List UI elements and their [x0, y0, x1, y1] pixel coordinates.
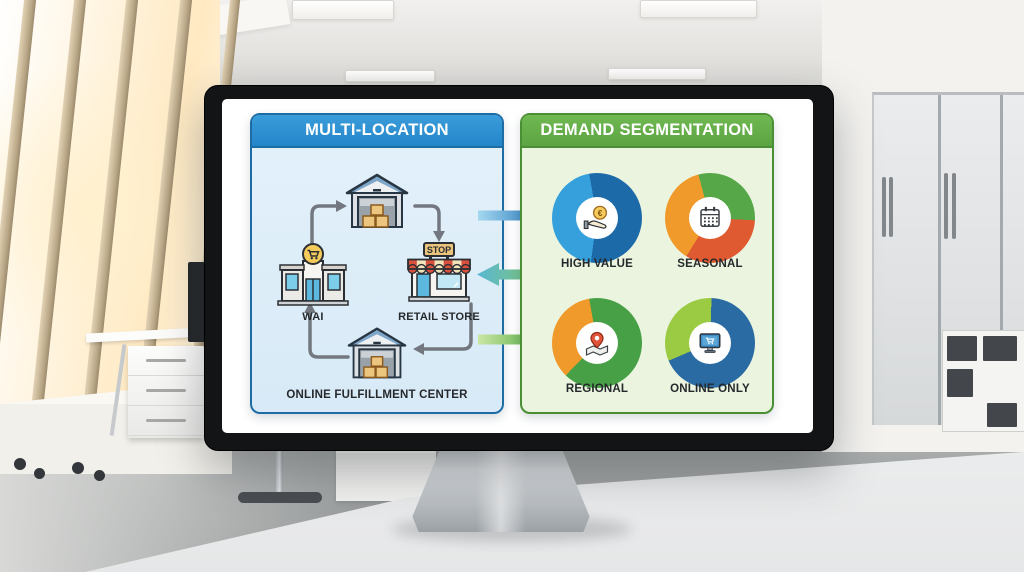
drawer — [128, 376, 204, 406]
ceiling-light — [640, 0, 757, 18]
coin-symbol: € — [598, 209, 603, 218]
door-handle — [889, 177, 893, 237]
warehouse-icon — [347, 327, 407, 379]
monitor-stand — [412, 446, 590, 532]
binders — [983, 336, 1017, 361]
chair-wheel — [94, 470, 105, 481]
online-only-donut — [665, 298, 755, 388]
glass-frame — [1000, 95, 1003, 425]
drawer-unit — [128, 346, 204, 438]
wai-label: WAI — [302, 311, 324, 323]
door-handle — [882, 177, 886, 237]
hand-coin-icon: € — [583, 205, 608, 230]
seasonal-label: SEASONAL — [677, 258, 743, 270]
storefront-cart-icon — [277, 243, 349, 306]
warehouse-node — [345, 172, 409, 230]
door-handle — [944, 173, 948, 239]
low-cabinet — [336, 450, 436, 501]
calendar-icon — [700, 206, 720, 227]
donut-hole — [689, 322, 731, 364]
chair-wheel — [72, 462, 84, 474]
online-only-label: ONLINE ONLY — [670, 383, 750, 395]
regional-label: REGIONAL — [565, 383, 629, 395]
shop-awning-icon: STOP — [407, 242, 471, 302]
retail-node: STOP — [403, 241, 475, 305]
ecommerce-monitor-icon — [699, 333, 721, 353]
ceiling-light — [608, 68, 706, 80]
high-value-label: HIGH VALUE — [560, 258, 634, 270]
drawer — [128, 406, 204, 436]
stop-sign-text: STOP — [427, 245, 451, 255]
regional-donut — [552, 298, 642, 388]
flow-arrows — [304, 200, 473, 359]
binders — [987, 403, 1017, 427]
multi-location-panel: MULTI-LOCATION — [250, 113, 504, 414]
retail-label: RETAIL STORE — [398, 311, 480, 323]
binders — [947, 336, 977, 361]
chair-pole — [276, 448, 283, 496]
fulfillment-label: ONLINE FULFILLMENT CENTER — [286, 389, 468, 401]
demand-segmentation-header: DEMAND SEGMENTATION — [522, 115, 772, 148]
donut-hole — [576, 322, 618, 364]
seasonal-donut — [665, 173, 755, 263]
chair-wheel — [34, 468, 45, 479]
wai-node — [276, 243, 350, 307]
warehouse-icon — [345, 173, 409, 228]
binder-shelf — [942, 330, 1024, 432]
high-value-donut: € — [552, 173, 642, 263]
fulfillment-node — [347, 325, 407, 381]
chair-wheel — [14, 458, 26, 470]
monitor-screen: MULTI-LOCATION — [222, 99, 813, 433]
binders — [947, 369, 973, 397]
drawer — [128, 346, 204, 376]
map-pin-icon — [585, 331, 609, 356]
donut-hole — [689, 197, 731, 239]
door-handle — [952, 173, 956, 239]
multi-location-header: MULTI-LOCATION — [252, 115, 502, 148]
ceiling-light — [292, 0, 394, 20]
chair-base — [238, 492, 322, 503]
donut-hole: € — [576, 197, 618, 239]
demand-segmentation-panel: DEMAND SEGMENTATION € HIGH VALUE — [520, 113, 774, 414]
glass-frame — [938, 95, 941, 425]
ceiling-light — [345, 70, 435, 82]
